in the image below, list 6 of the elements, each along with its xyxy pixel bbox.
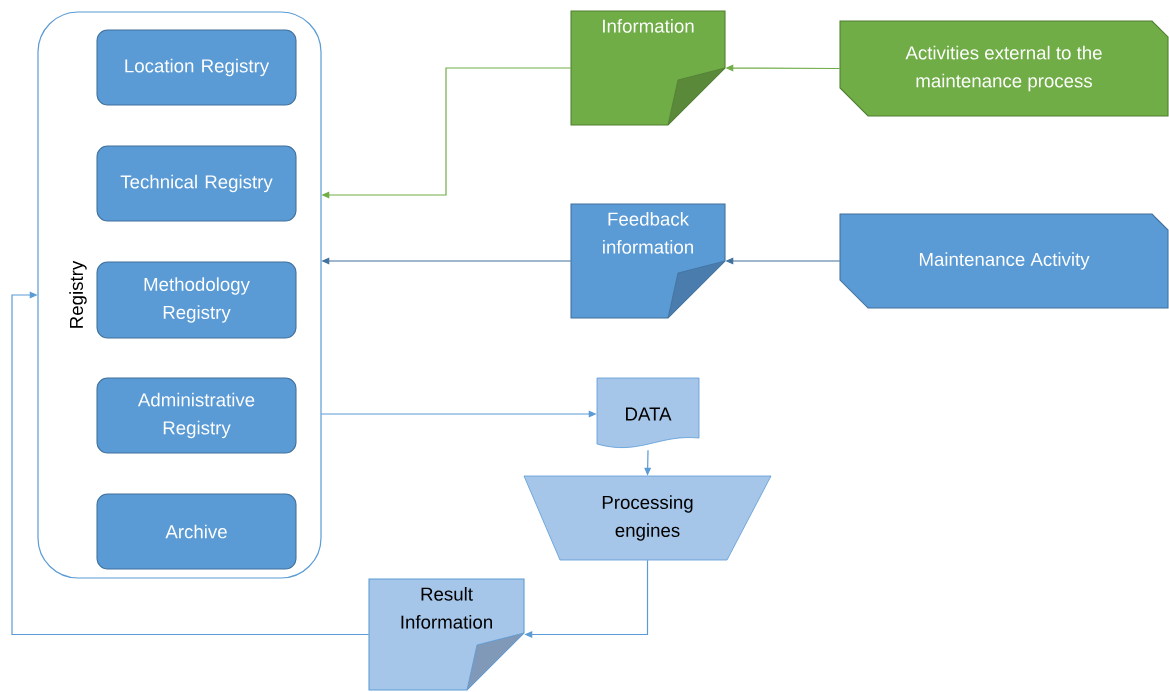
arrow [11,291,370,636]
rounded-box: Methodology Registry [96,261,297,339]
rounded-box: Administrative Registry [96,377,297,454]
rounded-box: Technical Registry [96,145,297,222]
rounded-box: Location Registry [96,29,297,106]
rounded-box: Archive [96,493,297,570]
